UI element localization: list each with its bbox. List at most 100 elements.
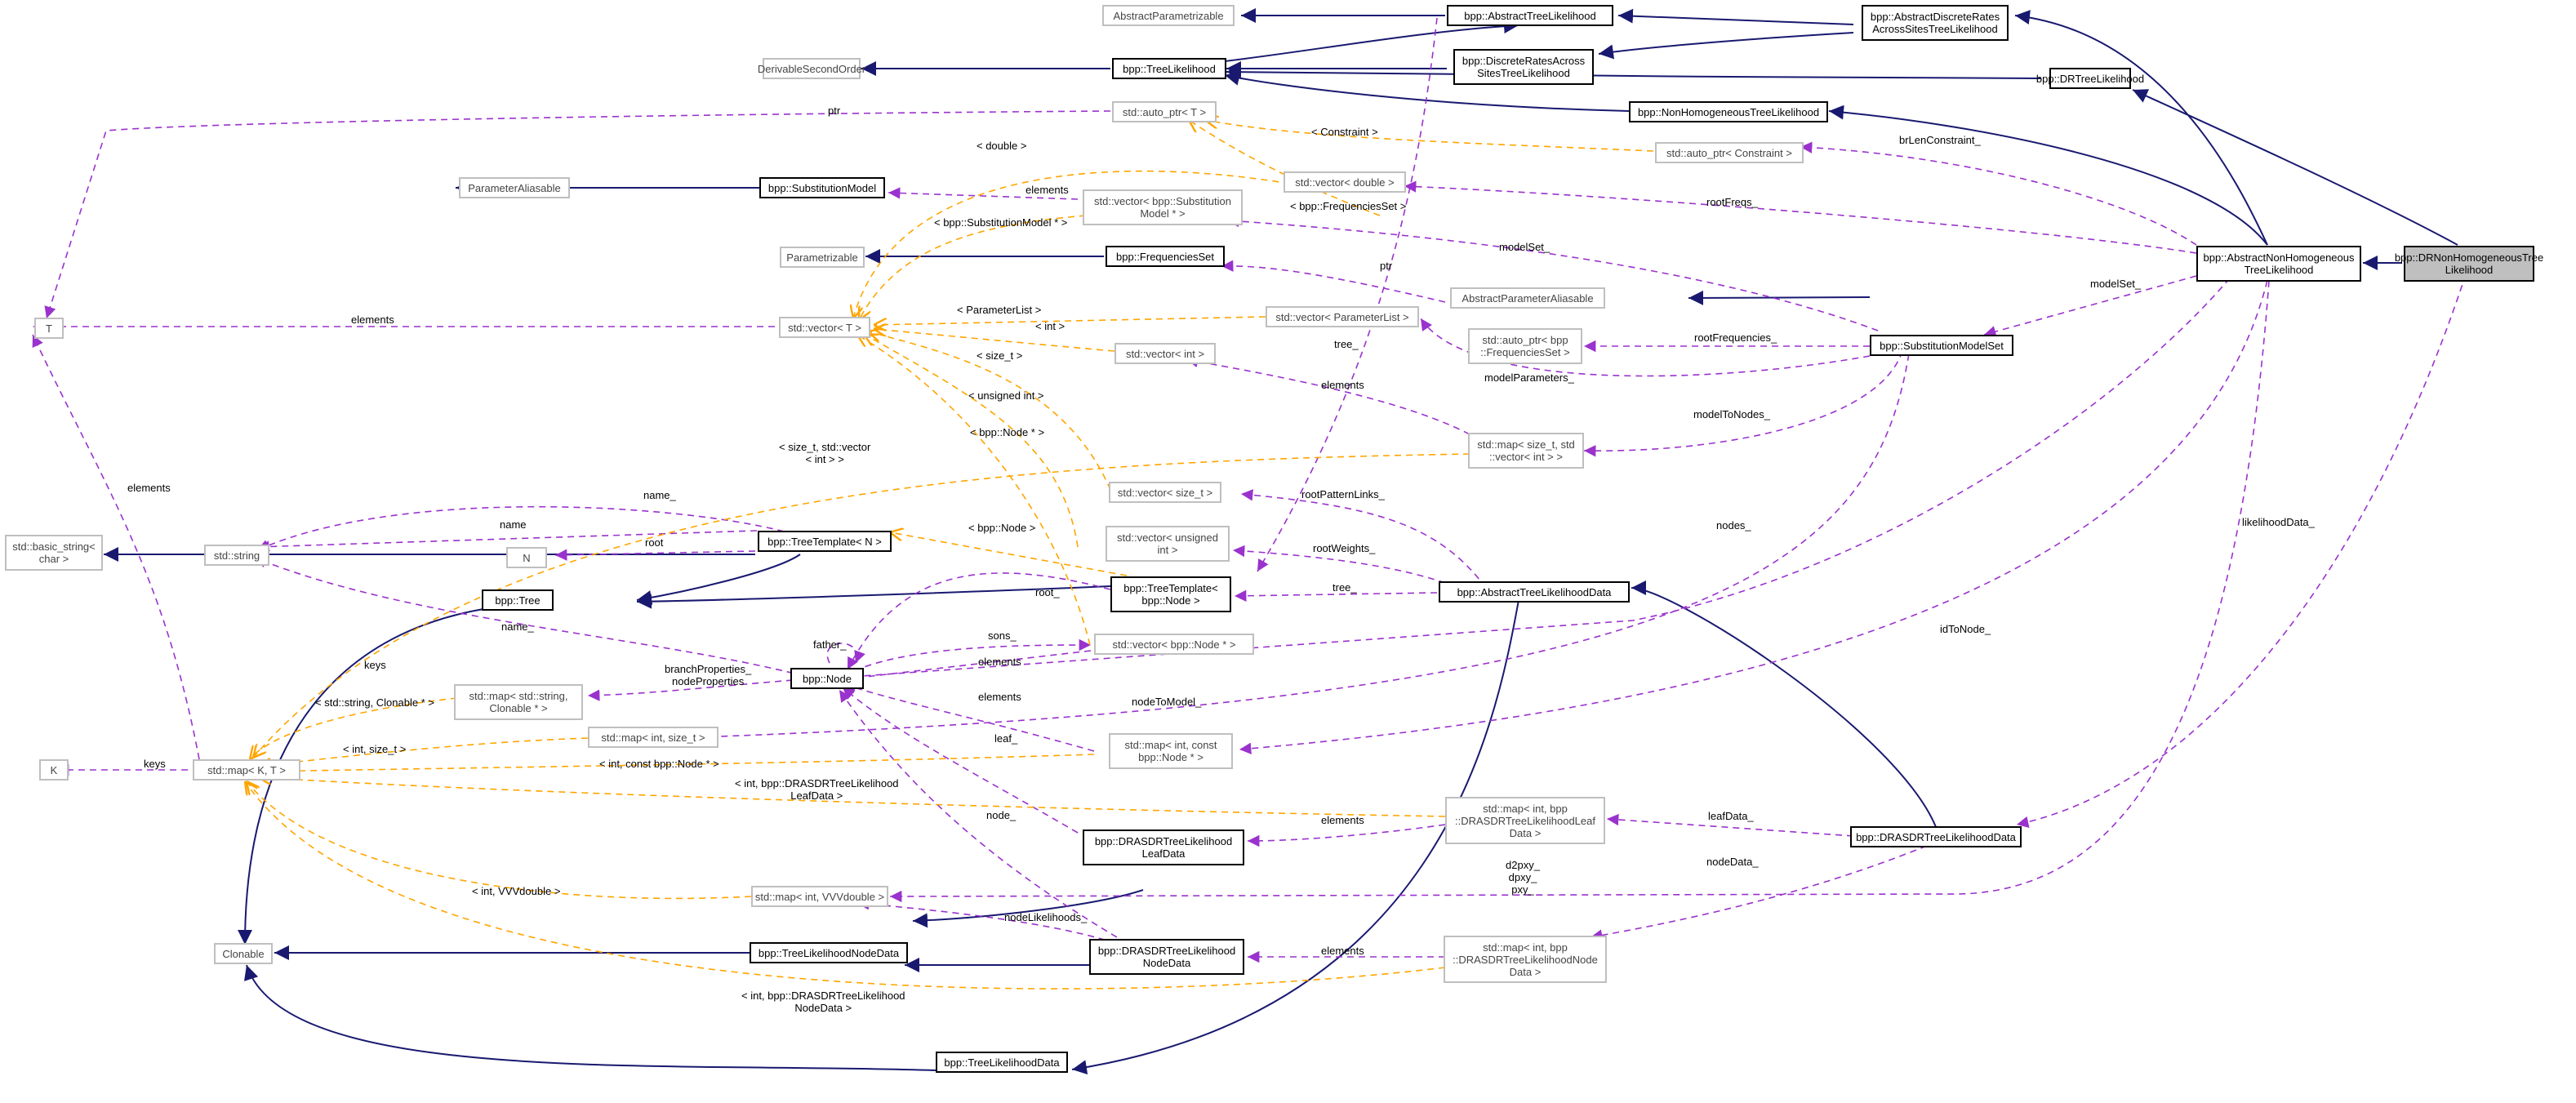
edge-elements-7 [1247,824,1446,847]
edge-int-leaf-data [258,777,1446,817]
node-t[interactable]: T [34,318,64,339]
node-map-int-node-data[interactable]: std::map< int, bpp ::DRASDRTreeLikelihoo… [1444,936,1607,983]
node-bpp-abstract-tree-likelihood[interactable]: bpp::AbstractTreeLikelihood [1447,5,1613,26]
edge-node-likelihoods [856,898,1128,948]
node-std-string[interactable]: std::string [204,545,269,566]
edge-drasdr-leaf-to-tlnd [912,889,1144,928]
node-abstract-parameter-aliasable[interactable]: AbstractParameterAliasable [1450,287,1605,309]
node-bpp-tree-likelihood[interactable]: bpp::TreeLikelihood [1112,58,1226,79]
node-auto-ptr-constraint[interactable]: std::auto_ptr< Constraint > [1655,142,1804,163]
node-bpp-substitution-model[interactable]: bpp::SubstitutionModel [759,177,885,198]
edge-adr-to-drac [1598,32,1854,60]
node-bpp-substitution-model-set[interactable]: bpp::SubstitutionModelSet [1870,335,2013,356]
node-bpp-tree-likelihood-data[interactable]: bpp::TreeLikelihoodData [936,1052,1068,1073]
edge-atld-to-tld [1071,599,1519,1075]
edge-tree-to-clonable [238,607,489,945]
node-bpp-node[interactable]: bpp::Node [790,668,864,689]
edge-label: < bpp::Node > [968,522,1036,534]
node-bpp-tree-template-node[interactable]: bpp::TreeTemplate< bpp::Node > [1110,576,1231,612]
node-map-int-size-t[interactable]: std::map< int, size_t > [588,727,719,748]
node-vector-double[interactable]: std::vector< double > [1284,171,1406,193]
edge-model-to-nodes [1583,350,1903,457]
node-map-k-t[interactable]: std::map< K, T > [193,759,300,781]
edge-label: < Constraint > [1311,126,1378,138]
edge-int-const-node [258,754,1095,772]
node-bpp-abstract-tree-likelihood-data[interactable]: bpp::AbstractTreeLikelihoodData [1439,581,1630,603]
edge-label: name [500,518,527,531]
edge-elements-5 [843,650,1092,684]
edge-label: likelihoodData_ [2242,516,2315,528]
node-bpp-abstract-non-homogeneous[interactable]: bpp::AbstractNonHomogeneous TreeLikeliho… [2196,246,2361,282]
edge-label: leafData_ [1708,810,1754,822]
edge-label: elements [127,482,171,494]
node-bpp-tree[interactable]: bpp::Tree [482,589,554,611]
edge-drnh-to-drtl [2132,89,2458,246]
node-map-size-t-vector[interactable]: std::map< size_t, std ::vector< int > > [1468,433,1584,469]
edge-adr-to-atl [1617,8,1854,25]
edge-nhtl-to-tl [1224,71,1630,112]
edge-label: modelSet_ [2090,278,2142,290]
node-vector-parameter-list[interactable]: std::vector< ParameterList > [1266,306,1419,327]
node-vector-int[interactable]: std::vector< int > [1114,343,1216,364]
node-vector-substitution-model[interactable]: std::vector< bpp::Substitution Model * > [1083,189,1243,225]
edge-label: modelToNodes_ [1693,408,1770,420]
edge-double [853,170,1291,318]
node-map-string-clonable[interactable]: std::map< std::string, Clonable * > [454,684,583,720]
edge-d2pxy [889,269,2271,903]
node-vector-t[interactable]: std::vector< T > [779,317,870,338]
edge-label: < int, bpp::DRASDRTreeLikelihood NodeDat… [741,990,905,1014]
node-bpp-tree-template-n[interactable]: bpp::TreeTemplate< N > [758,531,892,552]
edge-label: < size_t, std::vector < int > > [779,441,871,465]
edge-parameter-list [874,316,1266,325]
node-k[interactable]: K [39,759,69,781]
node-bpp-abstract-discrete-rates[interactable]: bpp::AbstractDiscreteRates AcrossSitesTr… [1862,5,2009,41]
edge-label: < bpp::SubstitutionModel * > [934,216,1068,229]
node-vector-size-t[interactable]: std::vector< size_t > [1109,482,1221,503]
node-bpp-drasdr-node-data[interactable]: bpp::DRASDRTreeLikelihood NodeData [1089,939,1244,975]
node-auto-ptr-frequencies-set[interactable]: std::auto_ptr< bpp ::FrequenciesSet > [1468,328,1582,364]
node-abstract-parametrizable[interactable]: AbstractParametrizable [1102,5,1235,26]
node-map-int-const-node[interactable]: std::map< int, const bpp::Node * > [1109,733,1233,769]
node-n[interactable]: N [506,547,547,568]
node-vector-unsigned-int[interactable]: std::vector< unsigned int > [1106,526,1230,562]
edge-label: nodes_ [1716,519,1751,531]
node-bpp-drasdr-data[interactable]: bpp::DRASDRTreeLikelihoodData [1850,826,2022,847]
node-bpp-dr-non-homogeneous[interactable]: bpp::DRNonHomogeneousTree Likelihood [2395,246,2543,282]
edge-br-len-constraint [1800,141,2197,246]
node-derivable-second-order[interactable]: DerivableSecondOrder [758,58,865,79]
edge-branch-properties [587,678,805,701]
node-map-int-leaf-data[interactable]: std::map< int, bpp ::DRASDRTreeLikelihoo… [1445,797,1605,844]
edge-label: name_ [501,620,534,633]
edge-label: keys [144,758,166,770]
edge-label: < double > [977,140,1027,152]
node-bpp-discrete-rates-across[interactable]: bpp::DiscreteRatesAcross SitesTreeLikeli… [1453,49,1594,85]
edge-likelihood-data [2016,274,2467,828]
node-clonable[interactable]: Clonable [214,943,273,964]
edge-label: < int, bpp::DRASDRTreeLikelihood LeafDat… [735,777,899,802]
edge-elements-map-t [32,334,200,760]
node-bpp-drasdr-leaf-data[interactable]: bpp::DRASDRTreeLikelihood LeafData [1083,829,1244,865]
node-parameter-aliasable[interactable]: ParameterAliasable [459,177,570,198]
edge-model-set-2 [1983,275,2197,338]
edge-int [874,329,1115,352]
edge-name-3 [254,556,805,677]
node-bpp-non-homogeneous-tree-likelihood[interactable]: bpp::NonHomogeneousTreeLikelihood [1629,101,1828,122]
edge-node-to-model [674,342,1911,744]
edge-label: father_ [813,638,847,651]
edge-anh-to-nhtl [1828,105,2268,246]
edge-label: modelSet_ [1499,241,1550,253]
node-parametrizable[interactable]: Parametrizable [780,247,865,268]
edge-tld-to-clonable [244,964,937,1071]
edge-ttnode-to-tree [636,585,1111,609]
node-vector-node-ptr[interactable]: std::vector< bpp::Node * > [1094,634,1254,655]
edge-label: leaf_ [994,732,1018,745]
node-bpp-tree-likelihood-node-data[interactable]: bpp::TreeLikelihoodNodeData [750,942,908,963]
edge-leaf [842,687,1079,834]
node-bpp-dr-tree-likelihood[interactable]: bpp::DRTreeLikelihood [2036,68,2144,89]
edge-label: < int > [1035,320,1066,332]
node-map-int-vvvdouble[interactable]: std::map< int, VVVdouble > [751,886,888,907]
node-auto-ptr-t[interactable]: std::auto_ptr< T > [1112,101,1217,122]
node-basic-string[interactable]: std::basic_string< char > [5,535,103,571]
node-bpp-frequencies-set[interactable]: bpp::FrequenciesSet [1106,246,1225,267]
